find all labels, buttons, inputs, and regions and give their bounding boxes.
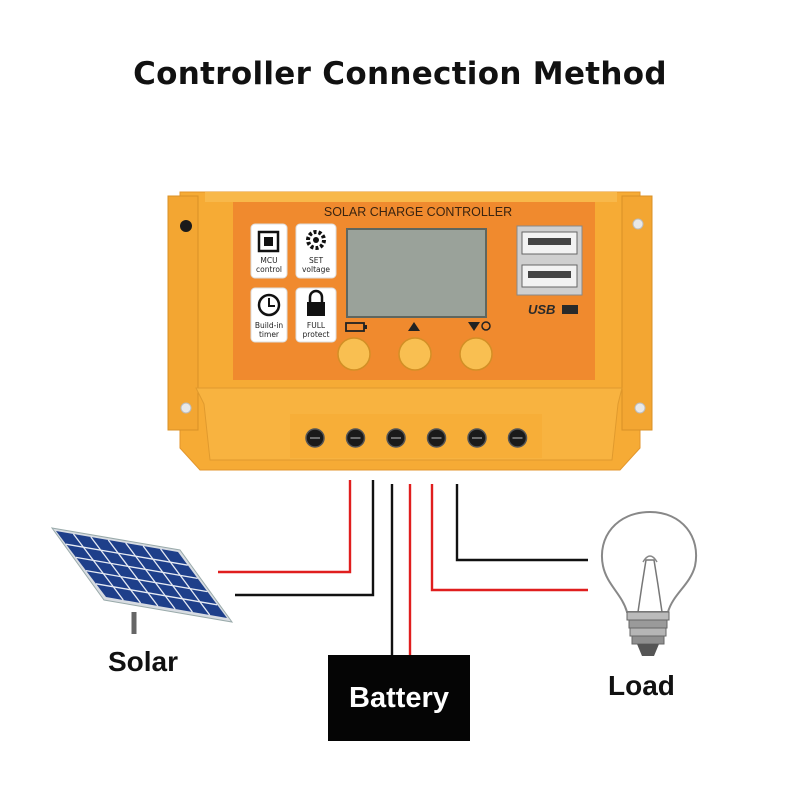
solar-grid-col-line [90, 536, 142, 604]
charge-controller: SOLAR CHARGE CONTROLLER MCU control SET … [167, 191, 653, 471]
solar-label: Solar [108, 646, 179, 677]
solar-grid-row-line [95, 583, 218, 606]
light-bulb-icon [600, 510, 698, 656]
solar-grid-row-line [85, 569, 208, 593]
wire-load-negative [455, 484, 588, 562]
usb-label: USB [528, 302, 555, 317]
lcd-screen [346, 228, 487, 318]
svg-text:SET: SET [309, 256, 323, 265]
svg-text:MCU: MCU [260, 256, 277, 265]
top-rim [205, 192, 617, 202]
solar-grid-col-line [107, 539, 159, 607]
wire-solar-negative [235, 480, 375, 597]
gear-icon [306, 230, 326, 250]
svg-text:Build-in: Build-in [255, 321, 284, 330]
solar-grid-col-line [142, 545, 193, 613]
up-triangle-symbol [408, 322, 420, 331]
wire-solar-positive [218, 480, 352, 574]
up-button[interactable] [398, 337, 432, 371]
usb-ports: USB [516, 225, 583, 317]
terminals [305, 428, 528, 448]
svg-text:control: control [256, 265, 282, 274]
battery-box: Battery [328, 655, 470, 741]
solar-panel [50, 527, 234, 634]
right-flange [621, 195, 653, 431]
button-symbols [345, 321, 491, 332]
svg-text:timer: timer [259, 330, 280, 339]
solar-grid-col-line [72, 533, 124, 601]
panel-title: SOLAR CHARGE CONTROLLER [324, 205, 512, 219]
solar-grid-col-line [160, 548, 211, 616]
down-triangle-symbol [468, 322, 480, 331]
chip-icon [257, 230, 280, 253]
lock-icon [308, 289, 324, 302]
mount-hole-top-right [632, 218, 644, 230]
mount-hole-bottom-left [180, 402, 192, 414]
mount-hole-top-left [180, 220, 192, 232]
load-label: Load [608, 670, 675, 701]
feature-build-in-timer: Build-in timer [250, 287, 288, 343]
battery-label: Battery [349, 681, 449, 714]
wire-load-positive [430, 484, 588, 592]
usb-battery-icon [562, 305, 578, 314]
wires [218, 480, 588, 655]
feature-mcu-control: MCU control [250, 223, 288, 279]
menu-button[interactable] [337, 337, 371, 371]
diagram-title: Controller Connection Method [133, 56, 667, 92]
solar-grid-col-line [125, 542, 176, 610]
left-flange [167, 195, 199, 431]
clock-icon [257, 293, 281, 317]
feature-set-voltage: SET voltage [295, 223, 337, 279]
svg-text:FULL: FULL [307, 321, 326, 330]
svg-text:protect: protect [303, 330, 330, 339]
feature-full-protect: FULL protect [295, 287, 337, 343]
solar-grid-row-line [75, 556, 198, 580]
down-button[interactable] [459, 337, 493, 371]
svg-text:voltage: voltage [302, 265, 330, 274]
solar-grid-row-line [65, 543, 188, 566]
mount-hole-bottom-right [634, 402, 646, 414]
